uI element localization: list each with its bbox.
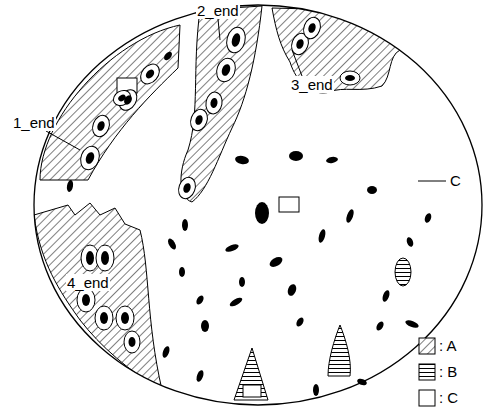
region-c-square: [243, 385, 261, 397]
leader-lines: [46, 19, 446, 181]
legend-swatch: [419, 338, 435, 354]
legend-text: : A: [438, 337, 458, 354]
callout-label: 1_end: [12, 114, 56, 131]
callout-label: C: [449, 172, 462, 189]
legend-text: : C: [438, 389, 459, 406]
cell-nuclei: [66, 22, 433, 396]
region-c-square: [279, 197, 299, 212]
region-b: [328, 325, 350, 376]
legend-swatch: [419, 364, 435, 380]
legend-text: : B: [438, 363, 458, 380]
legend-swatch: [419, 390, 435, 406]
legend-swatches: [419, 338, 435, 406]
region-b: [234, 348, 268, 400]
region-a-4: [34, 203, 162, 390]
section-outline: [34, 5, 482, 405]
callout-label: 2_end: [196, 2, 240, 19]
region-b: [395, 258, 411, 286]
region-a-1: [40, 25, 180, 180]
callout-label: 4_end: [66, 274, 110, 291]
callout-label: 3_end: [290, 76, 334, 93]
section-ground: [34, 5, 482, 405]
region-a-2: [181, 6, 262, 202]
region-a-3: [272, 8, 400, 93]
